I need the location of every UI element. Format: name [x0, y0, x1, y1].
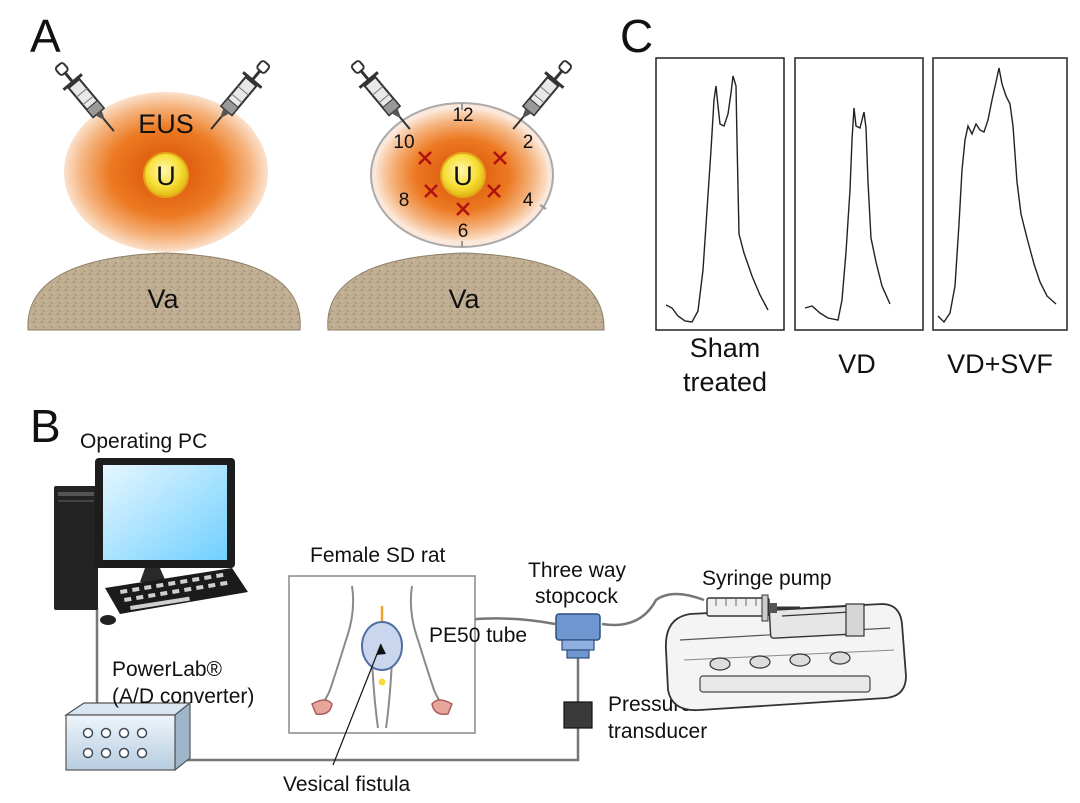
injection-mark-6	[456, 202, 470, 216]
trace-vdsvf	[937, 67, 1057, 324]
urethra-label-left: U	[156, 161, 176, 191]
panel-b-letter: B	[30, 400, 61, 452]
powerlab-to-transducer-line	[178, 728, 580, 762]
trace-label-sham-1: Sham	[690, 333, 761, 363]
urethra-circle	[143, 152, 189, 198]
rat-paws	[311, 699, 453, 716]
pc-tower	[54, 486, 98, 610]
trace-label-sham-2: treated	[683, 367, 767, 397]
trace-vd	[804, 107, 891, 321]
transducer-label-2: transducer	[608, 720, 707, 743]
urethra-circle-right	[440, 152, 486, 198]
trace-panel-vdsvf	[932, 57, 1068, 331]
panel-a-letter: A	[30, 10, 61, 62]
pe50-label: PE50 tube	[429, 624, 527, 647]
trace-label-vdsvf: VD+SVF	[947, 349, 1053, 379]
syringe-pump-label: Syringe pump	[702, 567, 832, 590]
fistula-pointer	[332, 643, 382, 766]
trace-sham	[665, 75, 769, 323]
panel-c-letter: C	[620, 10, 653, 62]
vagina-shape-left	[27, 252, 301, 331]
panel-a-normal: U EUS Va	[27, 53, 301, 331]
trace-label-vd: VD	[838, 349, 876, 379]
panel-a-injection: U 12 2 4 6 8 10 Va	[327, 53, 605, 331]
stopcock-label-2: stopcock	[535, 585, 618, 608]
injection-mark-8	[424, 184, 438, 198]
eus-label: EUS	[138, 109, 194, 139]
trace-panel-sham	[655, 57, 785, 331]
clock-6: 6	[458, 221, 469, 242]
mouse	[100, 615, 116, 625]
clock-10: 10	[393, 132, 414, 153]
powerlab-label-2: (A/D converter)	[112, 685, 254, 708]
operating-pc	[54, 458, 248, 625]
clock-2: 2	[523, 132, 534, 153]
rat-label: Female SD rat	[310, 544, 446, 567]
vagina-shape-right	[327, 252, 605, 331]
operating-pc-label: Operating PC	[80, 430, 207, 453]
clock-12: 12	[452, 105, 473, 126]
trace-panel-vd	[794, 57, 924, 331]
urethra-label-right: U	[453, 161, 473, 191]
vagina-label-left: Va	[147, 284, 179, 314]
syringe-pump	[665, 594, 907, 712]
powerlab-box	[64, 701, 192, 772]
stopcock	[555, 613, 601, 659]
injection-mark-4	[487, 184, 501, 198]
clock-4: 4	[523, 190, 534, 211]
stopcock-label-1: Three way	[528, 559, 627, 582]
pressure-transducer	[563, 701, 593, 729]
fistula-label: Vesical fistula	[283, 773, 411, 796]
injection-marks	[418, 151, 507, 216]
powerlab-label-1: PowerLab®	[112, 658, 223, 681]
vagina-label-right: Va	[448, 284, 480, 314]
injection-mark-2	[493, 151, 507, 165]
injection-mark-10	[418, 151, 432, 165]
pump-tube-line	[601, 592, 705, 627]
monitor-screen	[103, 465, 227, 560]
clock-8: 8	[399, 190, 410, 211]
